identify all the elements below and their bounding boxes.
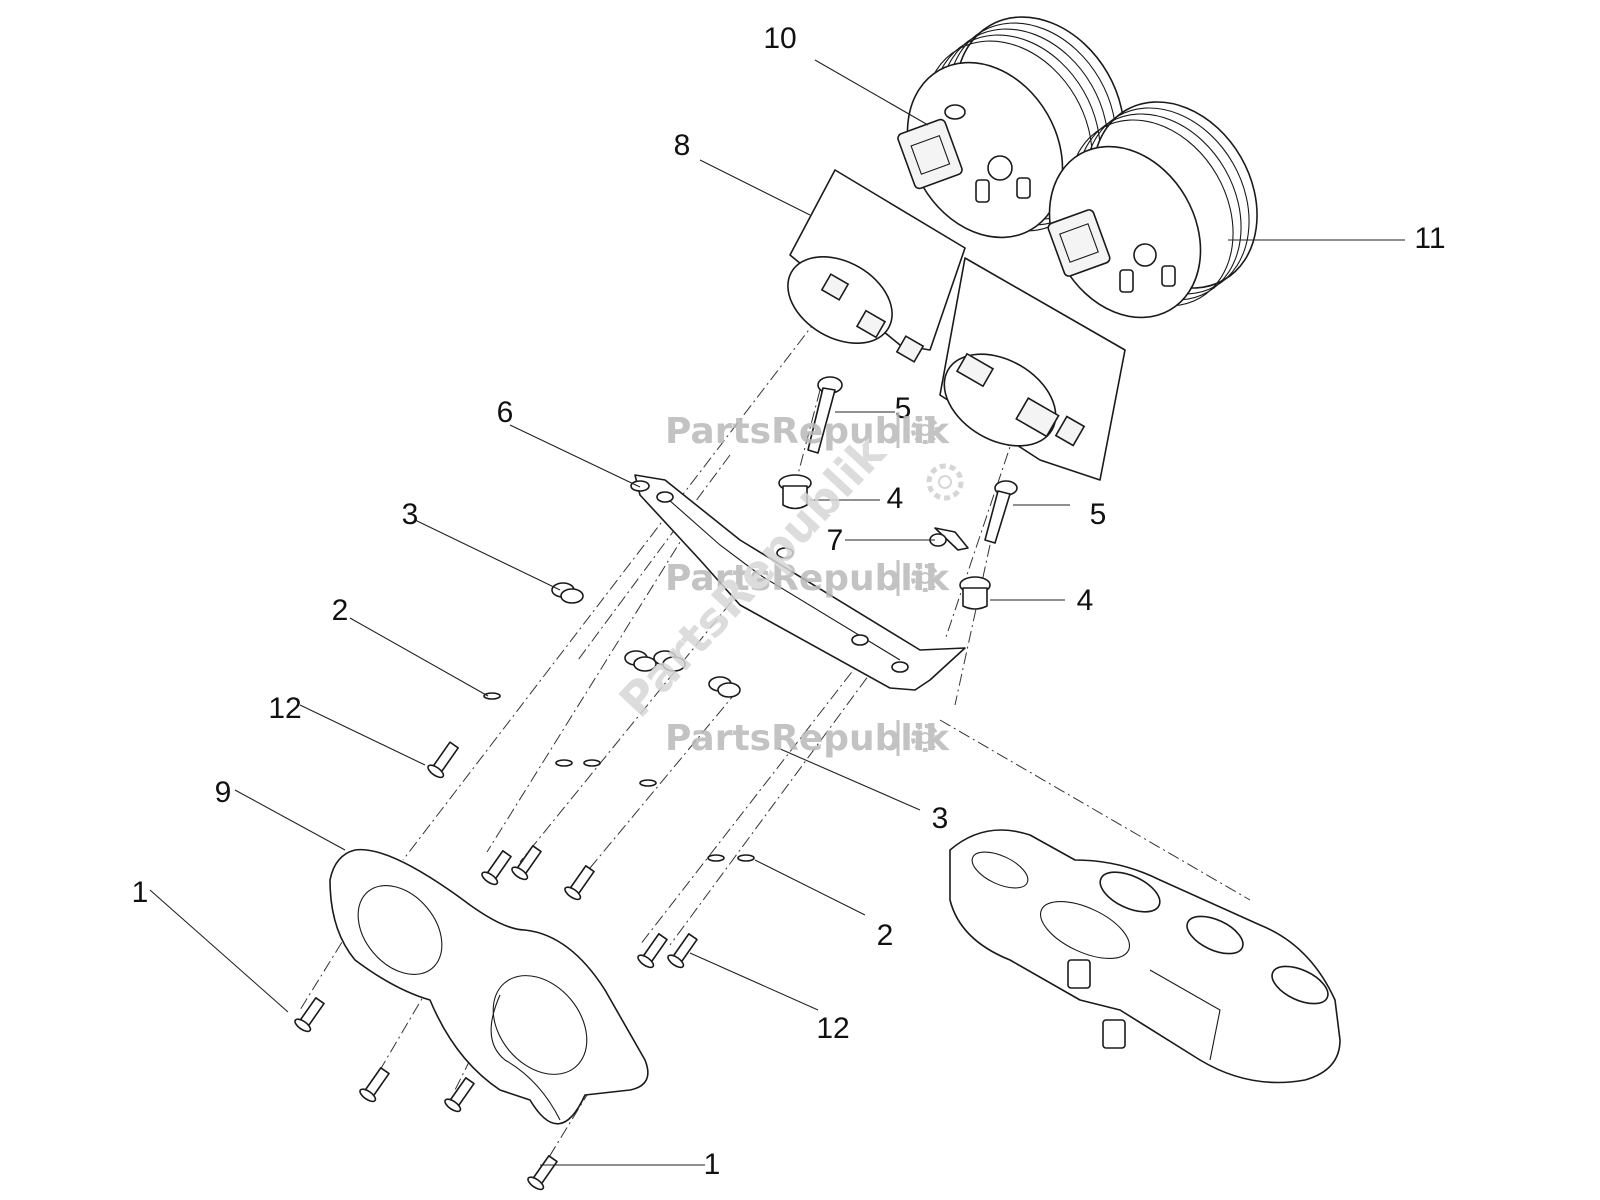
watermark-text-middle: PartsRepublik bbox=[665, 558, 950, 599]
callout-2-lower: 2 bbox=[877, 919, 894, 952]
callout-3-upper: 3 bbox=[402, 498, 419, 531]
callout-2-upper: 2 bbox=[332, 594, 349, 627]
bracket-6 bbox=[630, 474, 966, 691]
instrument-10 bbox=[897, 16, 1125, 239]
callout-10: 10 bbox=[763, 22, 796, 55]
gear-icon bbox=[896, 560, 939, 596]
callout-8: 8 bbox=[674, 129, 691, 162]
watermark-group: PartsRepublik PartsRepublik PartsRepubli… bbox=[609, 411, 964, 759]
callout-5-lower: 5 bbox=[1090, 498, 1107, 531]
grommets-3 bbox=[551, 582, 741, 698]
washers-2 bbox=[483, 692, 755, 862]
callout-9: 9 bbox=[215, 776, 232, 809]
callout-1-upper: 1 bbox=[132, 876, 149, 909]
callout-6: 6 bbox=[497, 396, 514, 429]
callout-12-lower: 12 bbox=[816, 1012, 849, 1045]
watermark-text-top: PartsRepublik bbox=[665, 411, 950, 452]
bolt-5-lower bbox=[984, 480, 1018, 544]
callout-11: 11 bbox=[1414, 222, 1445, 255]
leader-lines bbox=[149, 59, 1405, 1166]
cover-9 bbox=[329, 848, 649, 1125]
gear-icon bbox=[896, 720, 939, 756]
callout-12-upper: 12 bbox=[268, 692, 301, 725]
callout-1-lower: 1 bbox=[704, 1148, 721, 1181]
callout-labels: 10 11 8 6 5 4 7 5 4 3 2 12 9 1 1 3 2 12 bbox=[132, 22, 1446, 1181]
gear-icon bbox=[896, 412, 939, 448]
watermark-text-bottom: PartsRepublik bbox=[665, 718, 950, 759]
screws-1 bbox=[294, 997, 558, 1191]
instrument-11 bbox=[1047, 101, 1258, 319]
callout-3-lower: 3 bbox=[932, 802, 949, 835]
bolt-5-upper bbox=[807, 376, 843, 454]
instrument-housing-8 bbox=[787, 169, 1126, 481]
screws-12 bbox=[427, 741, 698, 969]
callout-7: 7 bbox=[827, 524, 844, 557]
bushing-4-lower bbox=[959, 576, 991, 610]
clip-7 bbox=[929, 527, 969, 551]
gear-icon bbox=[926, 463, 964, 501]
callout-4-lower: 4 bbox=[1077, 584, 1094, 617]
callout-4-upper: 4 bbox=[887, 482, 904, 515]
assembly-axis-lines bbox=[299, 317, 1251, 1181]
top-yoke bbox=[949, 829, 1341, 1084]
bushing-4-upper bbox=[778, 474, 812, 510]
